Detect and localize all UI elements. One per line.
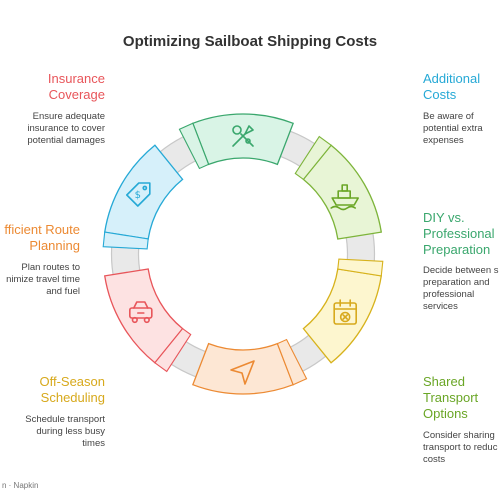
segment-price-tag <box>103 144 184 240</box>
desc-shared-transport: Consider sharing transport to reduc cost… <box>423 430 498 465</box>
price-tag-icon: $ <box>126 182 151 207</box>
segment-car <box>103 268 184 364</box>
desc-off-season: Schedule transport during less busy time… <box>25 414 105 449</box>
label-off-season: Off-Season Scheduling <box>39 374 105 405</box>
napkin-footer: n · Napkin <box>2 481 39 490</box>
label-route-planning: fficient Route Planning <box>4 222 80 253</box>
tools-icon <box>232 125 254 147</box>
segment-tools <box>191 113 295 166</box>
label-additional-costs: Additional Costs <box>423 71 481 102</box>
desc-route-planning: Plan routes to nimize travel time and fu… <box>6 262 80 297</box>
segment-navigation <box>191 342 295 395</box>
car-icon <box>129 301 153 324</box>
desc-diy-vs-professional: Decide between s preparation and profess… <box>423 265 499 312</box>
label-insurance-coverage: Insurance Coverage <box>47 71 105 102</box>
svg-text:$: $ <box>135 190 141 201</box>
desc-insurance-coverage: Ensure adequate insurance to cover poten… <box>27 111 105 146</box>
ship-icon <box>330 184 359 211</box>
diagram-title: Optimizing Sailboat Shipping Costs <box>122 33 378 50</box>
segment-flap <box>337 258 384 277</box>
segment-flap <box>178 122 210 170</box>
navigation-icon <box>230 360 255 385</box>
segment-flap <box>154 327 192 373</box>
segment-flap <box>276 338 308 386</box>
label-diy-vs-professional: DIY vs. Professional Preparation <box>423 210 495 257</box>
desc-additional-costs: Be aware of potential extra expenses <box>423 111 483 146</box>
label-shared-transport: Shared Transport Options <box>423 374 479 421</box>
calendar-icon <box>333 299 357 325</box>
segment-ship <box>302 144 383 240</box>
segment-flap <box>294 135 332 181</box>
segment-flap <box>102 231 149 250</box>
segment-calendar <box>302 268 383 364</box>
